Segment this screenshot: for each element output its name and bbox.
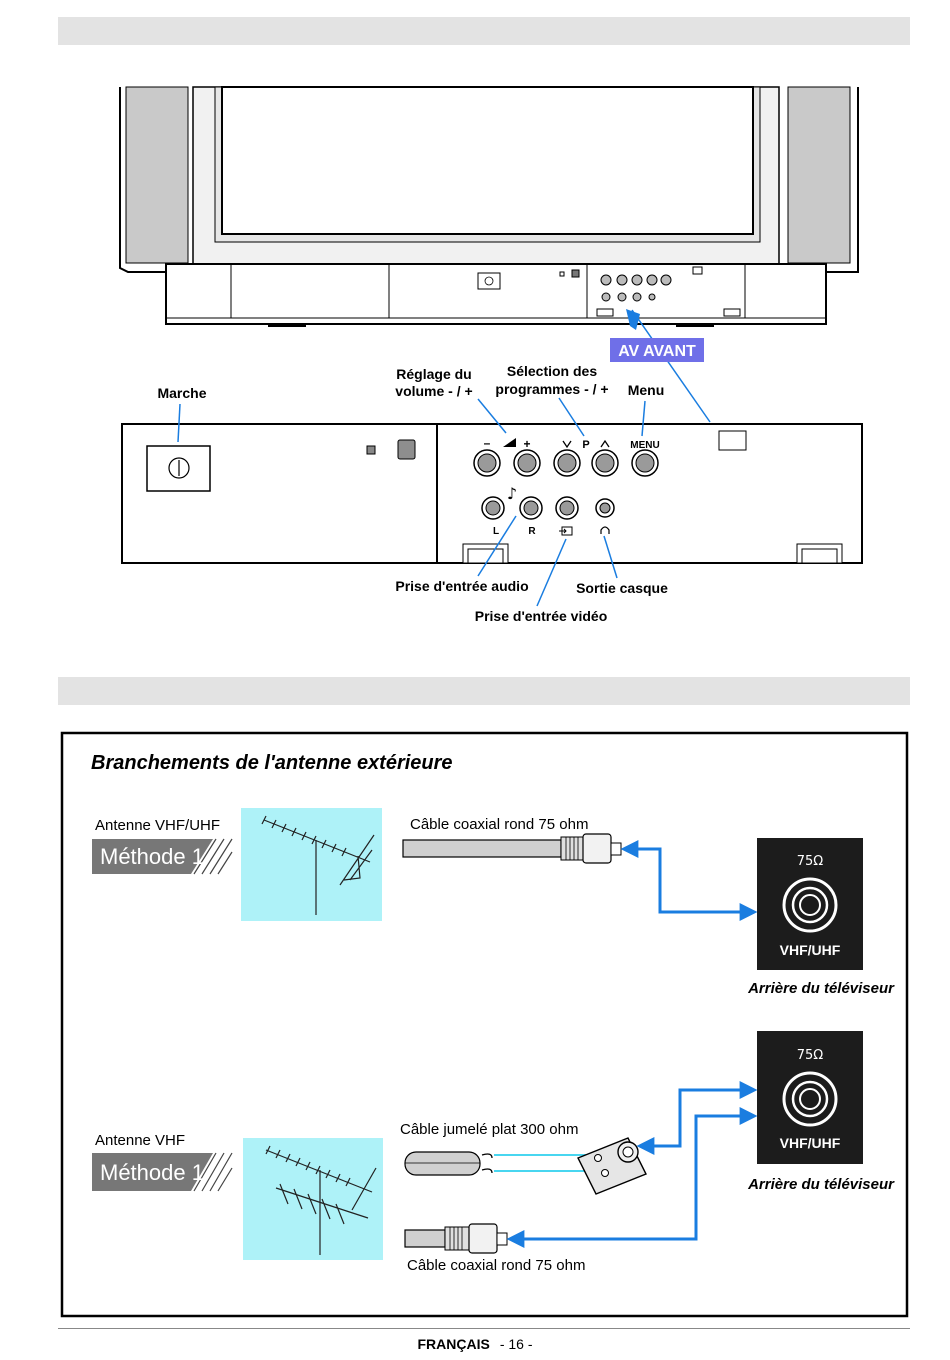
mini-control-knobs [600, 274, 672, 302]
power-icon [168, 457, 190, 479]
antenna-section-title: Branchements de l'antenne extérieure [91, 752, 453, 774]
label-volume-line1: Réglage du [396, 366, 471, 382]
method1-badge: Méthode 1 [92, 838, 233, 875]
label-program-line1: Sélection des [507, 363, 597, 379]
label-video-input: Prise d'entrée vidéo [475, 608, 608, 624]
menu-button-label: MENU [630, 440, 659, 451]
antenna-socket-method2: 75Ω VHF/UHF [757, 1031, 863, 1164]
audio-note-icon: ♪ [507, 484, 517, 503]
volume-minus-label: – [484, 436, 491, 450]
method1-cable-label: Câble coaxial rond 75 ohm [410, 816, 588, 833]
vhf-antenna-illustration [243, 1138, 383, 1260]
label-headphone-output: Sortie casque [576, 580, 668, 596]
chevron-up-icon [600, 439, 610, 448]
label-program-line2: programmes - / + [495, 381, 608, 397]
control-knob-row [473, 449, 659, 477]
method1-badge-label: Méthode 1 [100, 844, 204, 869]
coax-cable-method1 [402, 833, 622, 864]
av-jacks-row [481, 496, 615, 520]
footer-divider [58, 1328, 910, 1329]
method2-tv-back-label: Arrière du téléviseur [747, 1176, 895, 1193]
right-speaker-grille [787, 86, 851, 264]
method1-tv-back-label: Arrière du téléviseur [747, 980, 895, 997]
method1-socket-label: VHF/UHF [780, 942, 841, 958]
tv-screen [221, 86, 754, 235]
volume-plus-label: + [523, 437, 530, 451]
method2-antenna-label: Antenne VHF [95, 1132, 185, 1149]
method1-socket-impedance: 75Ω [797, 854, 824, 869]
footer-page-number: - 16 - [499, 1336, 533, 1352]
coax-cable-method2 [404, 1223, 508, 1254]
mini-power-button [477, 272, 501, 290]
method2-badge: Méthode 1 [92, 1152, 233, 1192]
label-volume-line2: volume - / + [395, 383, 472, 399]
volume-ramp-icon [503, 438, 516, 447]
av-avant-callout [610, 338, 704, 362]
jack-r-label: R [528, 526, 536, 537]
method2-coax-cable-label: Câble coaxial rond 75 ohm [407, 1257, 585, 1274]
standby-led [366, 445, 376, 455]
label-audio-input: Prise d'entrée audio [395, 578, 528, 594]
method2-coax-arrow [506, 1107, 758, 1248]
method2-flat-cable-label: Câble jumelé plat 300 ohm [400, 1121, 578, 1138]
section-header-bar-top [58, 17, 910, 45]
video-input-icon [559, 526, 573, 536]
label-marche: Marche [157, 385, 206, 401]
chevron-down-icon [562, 440, 572, 449]
page-footer: FRANÇAIS - 16 - [0, 1336, 950, 1352]
footer-language: FRANÇAIS [417, 1336, 490, 1352]
section-header-bar-antenna [58, 677, 910, 705]
antenna-connection-box [60, 731, 909, 1318]
label-menu: Menu [628, 382, 665, 398]
control-panel-enlarged: – + P MENU ♪ L R [121, 423, 863, 564]
jack-l-label: L [493, 526, 499, 537]
left-speaker-grille [125, 86, 189, 264]
av-callout-line [631, 309, 711, 423]
method1-connection-arrow [620, 840, 758, 921]
method1-antenna-label: Antenne VHF/UHF [95, 817, 220, 834]
antenna-socket-method1: 75Ω VHF/UHF [757, 838, 863, 970]
method2-badge-label: Méthode 1 [100, 1160, 204, 1185]
av-avant-label: AV AVANT [618, 343, 696, 360]
method2-socket-label: VHF/UHF [780, 1135, 841, 1151]
method2-socket-impedance: 75Ω [797, 1048, 824, 1063]
headphone-icon [600, 526, 610, 534]
program-p-label: P [582, 439, 589, 451]
tv-front-illustration [119, 86, 859, 327]
ir-receiver [397, 439, 416, 460]
